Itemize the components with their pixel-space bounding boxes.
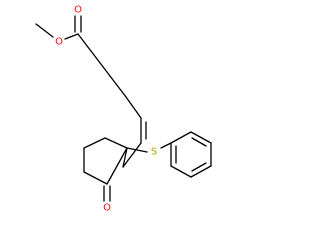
bond-ring-2 (83, 137, 106, 149)
bond-ring-5 (106, 147, 128, 185)
bond-chain-4 (125, 96, 142, 119)
bond-phenyl-1 (170, 131, 192, 144)
atom-label-ether-o: O (55, 37, 63, 48)
bond-chain-2 (93, 54, 111, 77)
atom-label-carbonyl-o: O (74, 5, 82, 16)
bond-chain-6 (122, 147, 128, 168)
bond-phenyl-inner-1 (191, 137, 207, 147)
atom-label-sulfur: S (151, 147, 157, 158)
bond-phenyl-5 (170, 165, 192, 178)
bond-chain-1 (77, 33, 95, 56)
molecule-drawing: O O S O (35, 5, 212, 214)
bond-o-carbonyl-c (64, 33, 79, 40)
bond-chain-5 (122, 142, 142, 168)
bond-s-phenyl (160, 142, 172, 149)
bond-methyl-o (35, 23, 54, 38)
bond-ring-4 (83, 171, 108, 185)
atom-label-ketone-o: O (103, 203, 111, 214)
bond-phenyl-inner-2 (191, 162, 207, 172)
structure-canvas: O O S O (35, 4, 212, 214)
bond-phenyl-2 (190, 131, 212, 144)
bond-c-s (126, 147, 148, 153)
bond-chain-3 (109, 75, 127, 98)
bond-phenyl-4 (190, 165, 212, 178)
bond-ring-1 (104, 137, 128, 149)
